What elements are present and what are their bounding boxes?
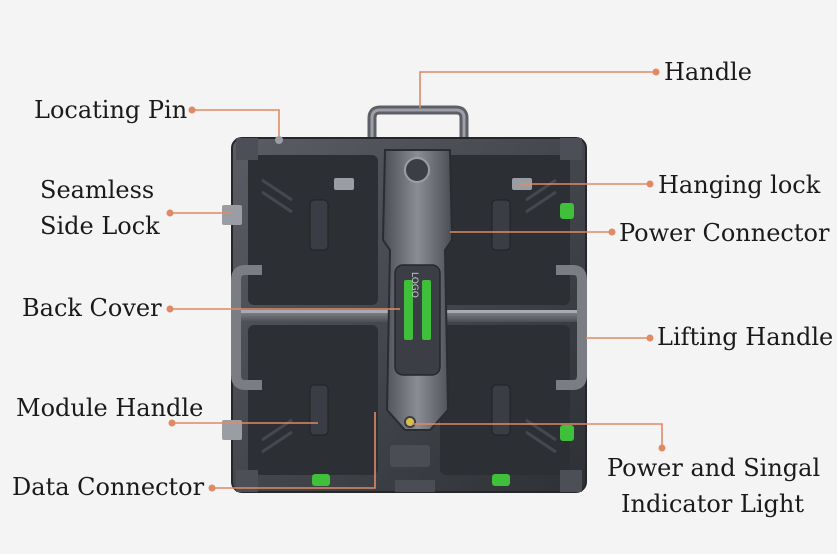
- label-seamless-side-lock-line2: Side Lock: [40, 212, 160, 240]
- leader-handle: [419, 71, 656, 108]
- label-hanging-lock: Hanging lock: [658, 171, 821, 199]
- label-module-handle: Module Handle: [16, 394, 204, 422]
- left-lifting-handle: [231, 265, 262, 390]
- label-indicator-light-line2: Indicator Light: [621, 490, 804, 518]
- green-status-strip: [404, 280, 413, 340]
- seamless-side-lock: [222, 205, 242, 225]
- leader-indicator-light: [412, 423, 663, 448]
- leader-locating-pin: [192, 109, 280, 136]
- right-lifting-handle: [556, 265, 587, 390]
- label-seamless-side-lock-line1: Seamless: [40, 176, 155, 204]
- logo-text: LOGO: [409, 272, 419, 298]
- label-data-connector: Data Connector: [12, 473, 205, 501]
- label-seamless-side-lock: Seamless Side Lock: [40, 172, 160, 244]
- locating-pin: [275, 136, 283, 144]
- label-indicator-light-line1: Power and Singal: [607, 454, 821, 482]
- label-lifting-handle: Lifting Handle: [657, 323, 834, 351]
- label-indicator-light: Power and Singal Indicator Light: [607, 450, 820, 522]
- data-connector-green: [312, 474, 330, 486]
- leader-data-connector: [212, 412, 376, 489]
- power-connector: [560, 203, 574, 219]
- indicator-light: [404, 416, 416, 428]
- label-back-cover: Back Cover: [22, 294, 162, 322]
- label-power-connector: Power Connector: [619, 219, 830, 247]
- label-locating-pin: Locating Pin: [34, 96, 188, 124]
- power-connector-bottom: [560, 425, 574, 441]
- label-handle: Handle: [664, 58, 752, 86]
